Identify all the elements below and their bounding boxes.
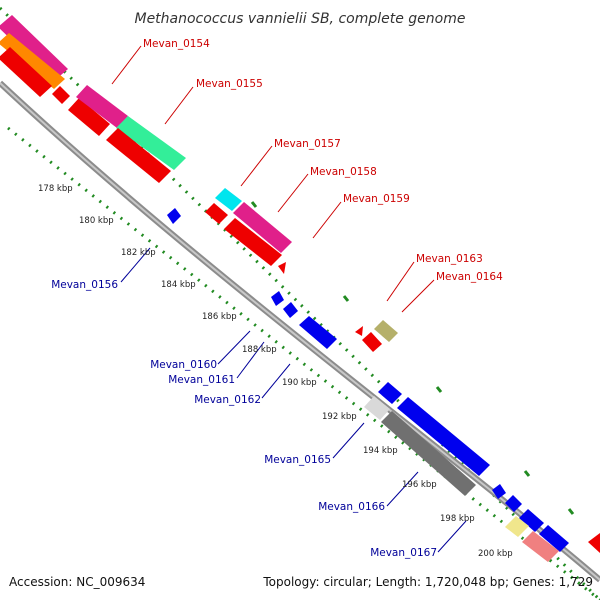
genome-summary-text: Topology: circular; Length: 1,720,048 bp… [262,575,593,589]
leader-line [236,341,265,379]
gene-feature [364,396,390,420]
leader-line [332,422,365,459]
gene-feature [283,302,298,318]
forward-features [0,15,600,553]
accession-text: Accession: NC_009634 [9,575,145,589]
outer-major-ticks [250,201,575,515]
leader-line [437,520,467,553]
leader-line [164,86,194,125]
gene-feature [233,202,292,253]
gene-feature [397,397,490,476]
gene-feature [205,203,228,224]
forward-gene-labels [111,45,435,313]
gene-feature [215,188,242,211]
label-mevan-0155[interactable]: Mevan_0155 [196,78,263,90]
gene-feature [522,531,559,562]
reverse-features [167,208,569,562]
leader-line [312,201,342,239]
gene-feature [355,326,363,336]
map-title: Methanococcus vannielii SB, complete gen… [134,11,465,27]
leader-line [277,173,309,213]
gene-feature [505,495,522,512]
label-mevan-0156[interactable]: Mevan_0156 [51,279,118,291]
label-mevan-0165[interactable]: Mevan_0165 [264,454,331,466]
gene-feature [0,47,52,97]
label-mevan-0163[interactable]: Mevan_0163 [416,253,483,265]
kbp-tick-label: 184 kbp [161,280,196,290]
kbp-tick-label: 188 kbp [242,345,277,355]
kbp-tick-label: 186 kbp [202,312,237,322]
gene-feature [0,15,68,81]
label-mevan-0160[interactable]: Mevan_0160 [150,359,217,371]
gene-feature [362,332,382,352]
gene-feature [539,525,569,552]
label-mevan-0164[interactable]: Mevan_0164 [436,271,503,283]
gene-feature [271,291,284,306]
gene-feature [116,116,186,170]
gene-feature [68,98,110,136]
reverse-gene-labels [120,247,467,553]
leader-line [217,330,251,365]
gene-feature [76,85,128,128]
gene-feature [492,484,506,499]
leader-line [240,145,273,187]
leader-line [111,45,142,85]
kbp-tick-label: 180 kbp [79,216,114,226]
label-mevan-0157[interactable]: Mevan_0157 [274,138,341,150]
leader-line [261,363,291,399]
label-mevan-0167[interactable]: Mevan_0167 [370,547,437,559]
kbp-tick-label: 182 kbp [121,248,156,258]
gene-feature [519,509,544,532]
kbp-tick-label: 196 kbp [402,480,437,490]
gene-feature [106,128,171,183]
kbp-tick-label: 192 kbp [322,412,357,422]
gene-feature [278,262,286,274]
kbp-tick-label: 178 kbp [38,184,73,194]
label-mevan-0162[interactable]: Mevan_0162 [194,394,261,406]
leader-line [401,279,435,313]
gene-feature [588,533,600,553]
leader-line [386,261,415,302]
inner-tick-ring [7,126,600,600]
gene-feature [374,320,398,342]
gene-feature [167,208,181,224]
label-mevan-0158[interactable]: Mevan_0158 [310,166,377,178]
leader-line [386,471,419,507]
leader-line [120,247,151,283]
gene-feature [52,86,70,104]
gene-feature [0,33,65,89]
gene-feature [381,411,476,496]
label-mevan-0159[interactable]: Mevan_0159 [343,193,410,205]
kbp-tick-label: 190 kbp [282,378,317,388]
label-mevan-0166[interactable]: Mevan_0166 [318,501,385,513]
kbp-tick-label: 200 kbp [478,549,513,559]
gene-feature [299,316,337,349]
gene-feature [505,516,529,537]
gene-feature [224,218,282,266]
label-mevan-0161[interactable]: Mevan_0161 [168,374,235,386]
gene-feature [378,382,402,404]
kbp-tick-label: 198 kbp [440,514,475,524]
label-mevan-0154[interactable]: Mevan_0154 [143,38,210,50]
kbp-tick-label: 194 kbp [363,446,398,456]
